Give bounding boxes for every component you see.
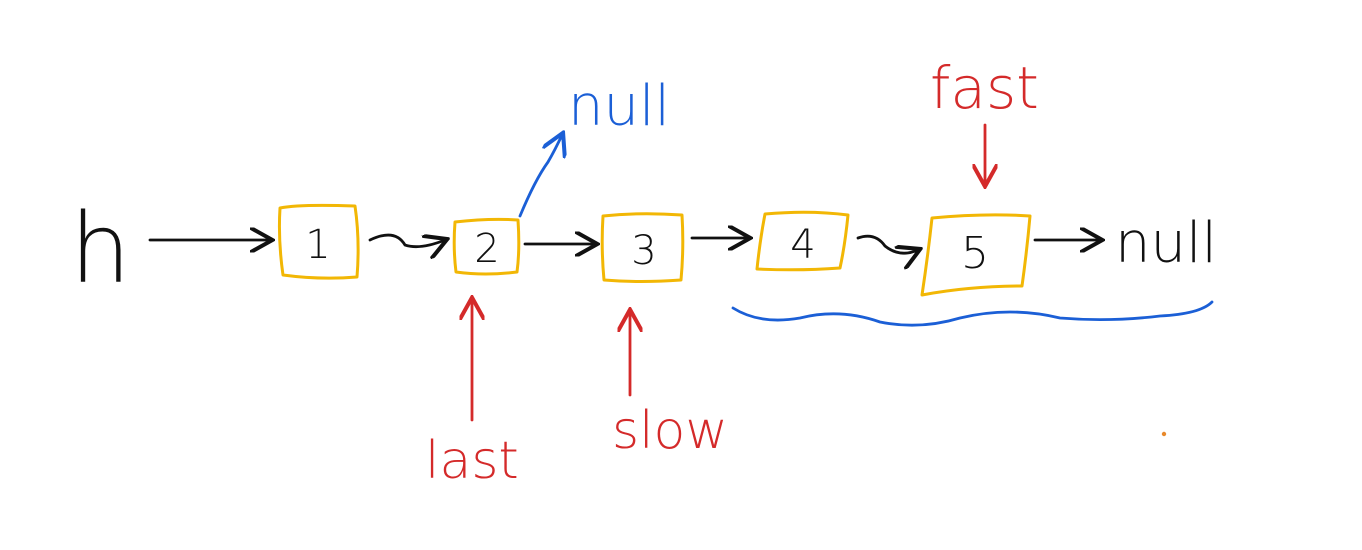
node-3-value: 3 [631, 228, 656, 274]
pointer-last: last [425, 300, 519, 491]
sublist-underline [731, 300, 1214, 327]
tail-null-label: null [1115, 211, 1217, 276]
pointer-fast: fast [930, 54, 1039, 184]
list-node-1: 1 [277, 203, 360, 280]
pointer-fast-label: fast [930, 54, 1039, 122]
pointer-last-label: last [425, 431, 519, 491]
branch-null-label: null [568, 74, 670, 139]
arrow-node-1-to-node-2 [368, 233, 445, 247]
head-label: h [70, 193, 131, 305]
node-2-box [452, 217, 521, 276]
list-node-4: 4 [755, 210, 850, 272]
stray-dot [1161, 431, 1167, 437]
node-5-value: 5 [961, 228, 989, 279]
node-1-box [277, 203, 360, 280]
arrow-node-2-to-branch-null [518, 135, 562, 218]
node-2-value: 2 [474, 226, 499, 272]
node-1-value: 1 [305, 222, 330, 268]
pointer-slow: slow [612, 312, 728, 461]
pointer-slow-label: slow [612, 401, 728, 461]
arrow-node-4-to-node-5 [856, 234, 918, 253]
node-3-box [600, 212, 685, 283]
list-node-3: 3 [600, 212, 685, 283]
list-node-5: 5 [920, 213, 1032, 297]
node-5-box [920, 213, 1032, 297]
list-node-2: 2 [452, 217, 521, 276]
node-4-value: 4 [790, 222, 815, 268]
node-4-box [755, 210, 850, 272]
